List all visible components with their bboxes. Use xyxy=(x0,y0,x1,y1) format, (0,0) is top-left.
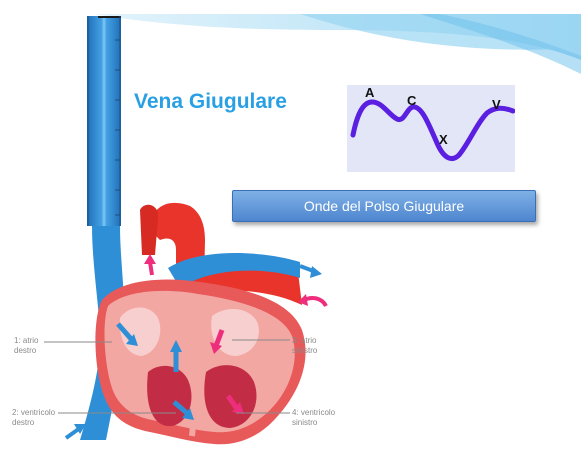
waveform-line xyxy=(350,99,515,161)
label-left-ventricle: 4: ventricolo sinistro xyxy=(292,408,335,428)
wave-label-c: C xyxy=(407,93,417,108)
header-swoosh xyxy=(95,14,581,74)
label-left-atrium: 3: atrio sinistro xyxy=(292,336,317,356)
label-right-atrium-line2: destro xyxy=(14,346,37,355)
label-left-atrium-line2: sinistro xyxy=(292,346,318,355)
heart-illustration xyxy=(44,202,328,445)
label-right-atrium-line1: 1: atrio xyxy=(14,336,39,345)
label-left-atrium-line1: 3: atrio xyxy=(292,336,317,345)
jugular-wave-panel: A C X V xyxy=(347,85,515,172)
slide-title: Vena Giugulare xyxy=(134,90,287,113)
label-right-ventricle-line2: destro xyxy=(12,418,35,427)
label-right-ventricle-line1: 2: ventricolo xyxy=(12,408,56,417)
wave-label-x: X xyxy=(439,132,448,147)
jugular-pulse-waves-button[interactable]: Onde del Polso Giugulare xyxy=(232,190,536,222)
label-left-ventricle-line2: sinistro xyxy=(292,418,318,427)
wave-label-a: A xyxy=(365,85,375,100)
label-right-ventricle: 2: ventricolo destro xyxy=(12,408,55,428)
wave-label-v: V xyxy=(492,97,501,112)
label-left-ventricle-line1: 4: ventricolo xyxy=(292,408,336,417)
label-right-atrium: 1: atrio destro xyxy=(14,336,38,356)
jugular-waveform xyxy=(350,99,515,161)
